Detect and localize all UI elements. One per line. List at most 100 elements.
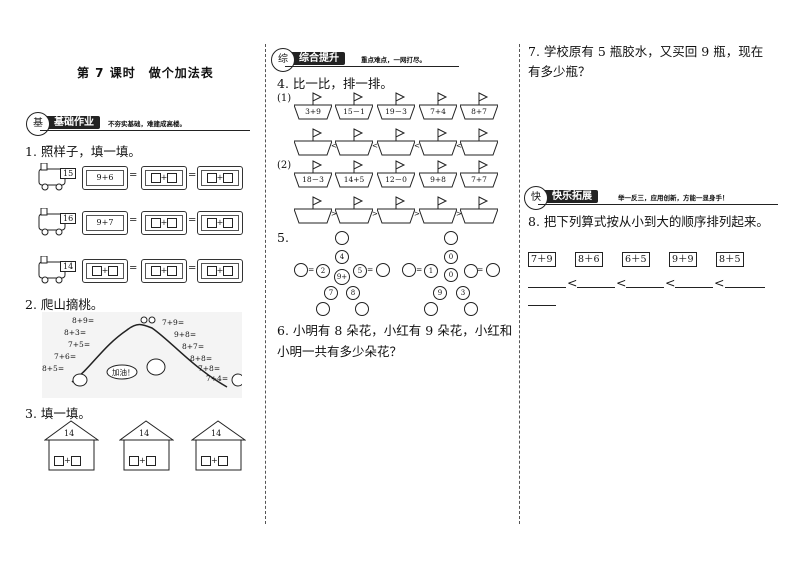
answer-box[interactable] — [145, 455, 156, 466]
answer-circle[interactable] — [464, 302, 478, 316]
answer-box[interactable] — [206, 218, 217, 228]
empty-boat[interactable] — [294, 196, 332, 224]
answer-circle[interactable] — [316, 302, 330, 316]
answer-circle[interactable] — [376, 263, 390, 277]
compare-sign: < — [456, 142, 462, 150]
expression-box: 7＋9 — [528, 252, 556, 267]
car-content[interactable]: + — [86, 263, 124, 279]
plus-sign: + — [216, 218, 224, 227]
answer-box[interactable] — [54, 455, 64, 466]
answer-box[interactable] — [201, 455, 211, 466]
answer-box[interactable] — [223, 266, 234, 276]
boat: 9+8 — [419, 160, 457, 188]
answer-circle[interactable] — [294, 263, 308, 277]
car-content[interactable]: + — [145, 215, 183, 231]
empty-boat[interactable] — [460, 128, 498, 156]
section-label-extension: 快乐拓展 — [538, 190, 598, 203]
plus-sign: + — [160, 173, 168, 182]
answer-circle[interactable] — [444, 231, 458, 245]
answer-box[interactable] — [150, 173, 161, 183]
section-badge-combined: 综 — [271, 48, 295, 72]
boat-label: 7+4 — [430, 107, 446, 116]
answer-circle[interactable] — [486, 263, 500, 277]
car-content[interactable]: + — [145, 170, 183, 186]
answer-circle[interactable] — [355, 302, 369, 316]
empty-boat[interactable] — [419, 196, 457, 224]
mountain-equation-right[interactable]: 7+9= — [162, 318, 185, 327]
locomotive-icon — [38, 207, 66, 236]
section-banner-basic: 基础作业 基 不夯实基础，难建成高楼。 — [26, 112, 251, 136]
q4-part2-label: (2) — [277, 160, 292, 171]
car-content[interactable]: + — [145, 263, 183, 279]
answer-blank[interactable] — [675, 287, 713, 288]
empty-boat[interactable] — [294, 128, 332, 156]
answer-box[interactable] — [217, 455, 228, 466]
number-circle: 9+ — [334, 269, 350, 285]
train-car: 9+7 — [82, 211, 128, 235]
boat-label: 12－0 — [385, 175, 407, 184]
compare-sign: < — [414, 142, 420, 150]
empty-boat[interactable] — [377, 128, 415, 156]
mountain-equation-left[interactable]: 8+5= — [42, 364, 65, 373]
mountain-equation-right[interactable]: 7+8= — [198, 364, 221, 373]
answer-box[interactable] — [108, 266, 119, 276]
equals-sign: = — [188, 263, 197, 274]
boat: 7+4 — [419, 92, 457, 120]
train-car: + — [197, 166, 243, 190]
boat-label: 3+9 — [305, 107, 321, 116]
answer-circle[interactable] — [335, 231, 349, 245]
answer-box[interactable] — [167, 218, 178, 228]
answer-blank[interactable] — [577, 287, 615, 288]
mountain-equation-left[interactable]: 8+9= — [72, 316, 95, 325]
empty-boat[interactable] — [335, 128, 373, 156]
mountain-picture: 加油！ 8+9=8+3=7+5=7+6=8+5= 7+9=9+8=8+7=8+8… — [42, 312, 245, 398]
answer-box[interactable] — [206, 173, 217, 183]
q4-text: 4. 比一比，排一排。 — [277, 76, 393, 91]
answer-box[interactable] — [167, 173, 178, 183]
answer-box[interactable] — [167, 266, 178, 276]
answer-box[interactable] — [150, 266, 161, 276]
number-circle: 0 — [444, 268, 458, 282]
answer-circle[interactable] — [464, 264, 478, 278]
mountain-equation-left[interactable]: 8+3= — [64, 328, 87, 337]
section-label-basic: 基础作业 — [40, 116, 100, 129]
house: 14+ — [44, 420, 99, 472]
mountain-equation-right[interactable]: 8+7= — [182, 342, 205, 351]
answer-circle[interactable] — [402, 263, 416, 277]
engine-number: 16 — [60, 213, 77, 224]
car-content[interactable]: + — [201, 215, 239, 231]
answer-box[interactable] — [223, 173, 234, 183]
flag-icon — [294, 160, 332, 188]
answer-blank[interactable] — [528, 287, 566, 288]
car-content[interactable]: + — [201, 170, 239, 186]
answer-box[interactable] — [223, 218, 234, 228]
mountain-equation-left[interactable]: 7+6= — [54, 352, 77, 361]
train-car: + — [141, 211, 187, 235]
house-number: 14 — [139, 429, 150, 438]
answer-box[interactable] — [91, 266, 102, 276]
mountain-equation-left[interactable]: 7+5= — [68, 340, 91, 349]
car-content[interactable]: + — [201, 263, 239, 279]
flag-icon — [460, 160, 498, 188]
empty-boat[interactable] — [460, 196, 498, 224]
house-number: 14 — [64, 429, 75, 438]
mountain-equation-right[interactable]: 9+8= — [174, 330, 197, 339]
answer-blank[interactable] — [626, 287, 664, 288]
empty-boat[interactable] — [377, 196, 415, 224]
empty-boat[interactable] — [419, 128, 457, 156]
answer-box[interactable] — [70, 455, 81, 466]
car-content: 9+6 — [86, 170, 124, 186]
lesson-title: 第 7 课时 做个加法表 — [77, 66, 214, 80]
empty-boat[interactable] — [335, 196, 373, 224]
mountain-equation-right[interactable]: 8+8= — [190, 354, 213, 363]
equals-sign: = — [416, 265, 423, 274]
answer-box[interactable] — [129, 455, 139, 466]
answer-box[interactable] — [206, 266, 217, 276]
answer-box[interactable] — [150, 218, 161, 228]
answer-circle[interactable] — [424, 302, 438, 316]
compare-sign: > — [331, 210, 337, 218]
boat: 8+7 — [460, 92, 498, 120]
answer-blank[interactable] — [725, 287, 765, 288]
mountain-equation-right[interactable]: 7+4= — [206, 374, 229, 383]
answer-blank[interactable] — [528, 305, 556, 306]
